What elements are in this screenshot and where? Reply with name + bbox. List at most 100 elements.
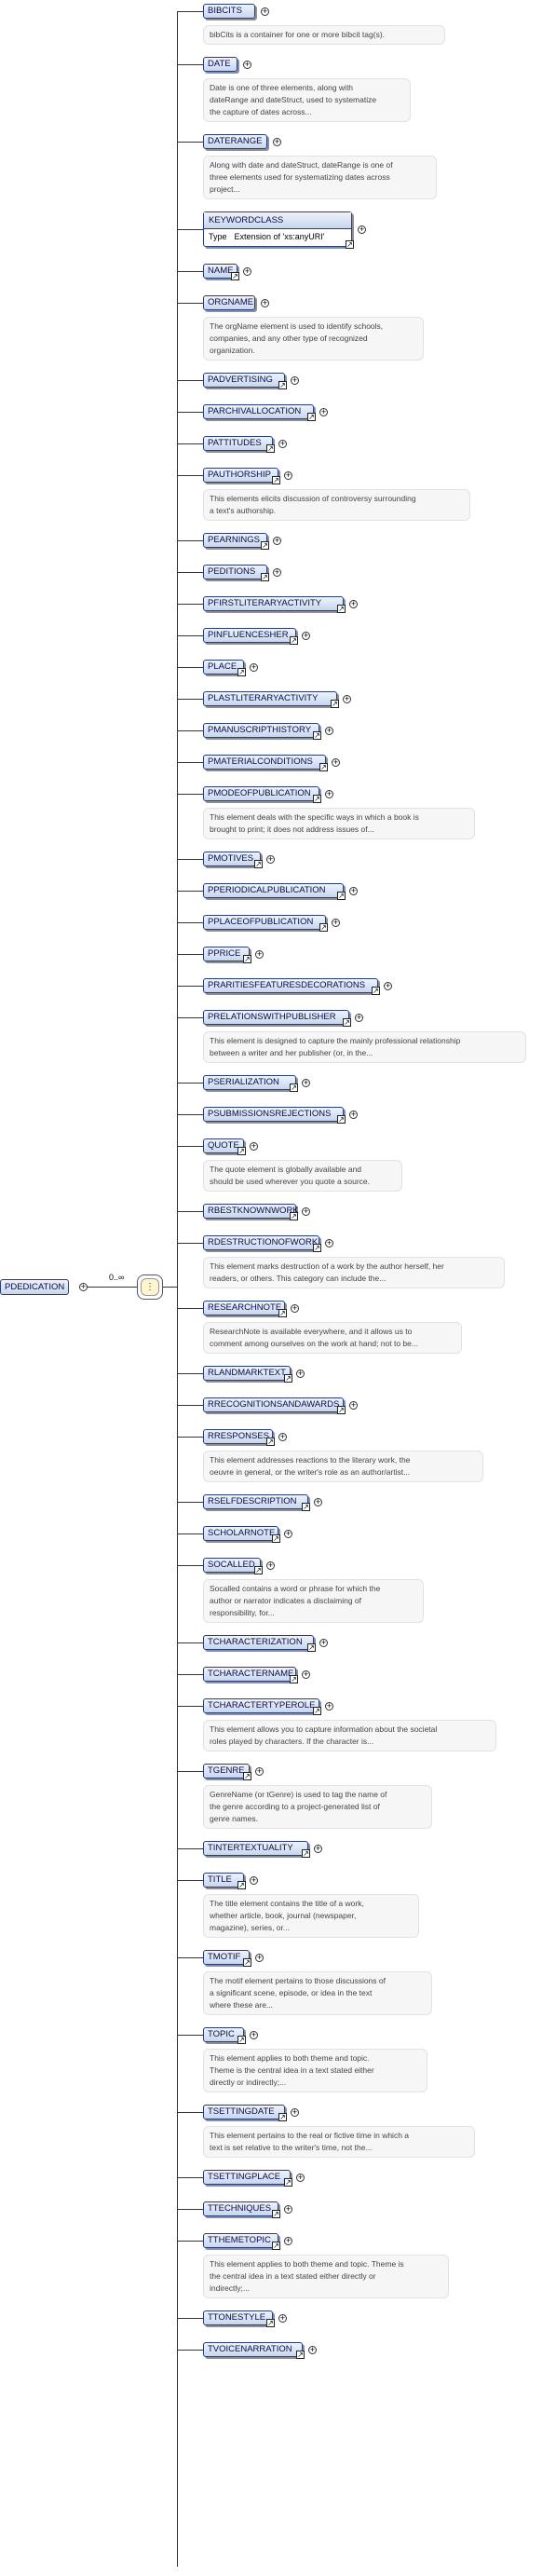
element-tthemetopic[interactable]: TTHEMETOPIC↗ [203,2233,280,2250]
element-rselfdescription[interactable]: RSELFDESCRIPTION↗ [203,1494,310,1511]
element-daterange[interactable]: DATERANGE [203,134,267,149]
element-rlandmarktext[interactable]: RLANDMARKTEXT↗ [203,1366,292,1383]
expand-icon[interactable]: + [296,1369,305,1378]
expand-icon[interactable]: + [278,1432,287,1441]
expand-icon[interactable]: + [250,1141,258,1151]
root-element-pdedication[interactable]: PDEDICATION [0,1279,70,1295]
element-scholarnote[interactable]: SCHOLARNOTE↗ [203,1526,280,1543]
expand-icon[interactable]: + [349,1110,358,1119]
element-peditions[interactable]: PEDITIONS↗ [203,565,269,581]
expand-icon[interactable]: + [308,2345,317,2354]
expand-icon[interactable]: + [243,60,251,69]
expand-icon[interactable]: + [355,1013,363,1022]
expand-icon[interactable]: + [278,439,287,448]
expand-icon[interactable]: + [250,662,258,672]
element-pearnings[interactable]: PEARNINGS↗ [203,533,269,550]
expand-icon[interactable]: + [261,7,269,16]
element-ttechniques[interactable]: TTECHNIQUES↗ [203,2201,280,2218]
expand-icon[interactable]: + [266,1561,275,1570]
element-pmanuscripthistory[interactable]: PMANUSCRIPTHISTORY↗ [203,723,321,740]
element-tmotif[interactable]: TMOTIF↗ [203,1950,251,1967]
expand-icon[interactable]: + [284,470,292,480]
element-tcharactertyperole[interactable]: TCHARACTERTYPEROLE↗ [203,1698,321,1715]
element-plastliteraryactivity[interactable]: PLASTLITERARYACTIVITY↗ [203,691,339,708]
expand-icon[interactable]: + [349,886,358,895]
expand-icon[interactable]: + [273,137,281,146]
expand-icon[interactable]: + [319,1638,328,1647]
element-researchnote[interactable]: RESEARCHNOTE↗ [203,1301,287,1317]
element-padvertising[interactable]: PADVERTISING↗ [203,373,287,389]
element-rrecognitionsandawards[interactable]: RRECOGNITIONSANDAWARDS↗ [203,1397,346,1414]
expand-icon[interactable]: + [349,599,358,608]
expand-icon[interactable]: + [302,1670,310,1679]
root-expand-icon[interactable]: + [79,1282,88,1291]
element-tvoicenarration[interactable]: TVOICENARRATION↗ [203,2342,305,2359]
element-pmotives[interactable]: PMOTIVES↗ [203,852,263,868]
element-tcharactername[interactable]: TCHARACTERNAME↗ [203,1667,298,1683]
expand-icon[interactable]: + [255,1766,264,1776]
element-tsettingplace[interactable]: TSETTINGPLACE↗ [203,2170,292,2187]
element-tintertextuality[interactable]: TINTERTEXTUALITY↗ [203,1841,310,1858]
expand-icon[interactable]: + [250,1875,258,1885]
element-topic[interactable]: TOPIC↗ [203,2027,246,2044]
expand-icon[interactable]: + [278,2313,287,2323]
element-psubmissionsrejections[interactable]: PSUBMISSIONSREJECTIONS↗ [203,1107,346,1124]
expand-icon[interactable]: + [302,1078,310,1087]
element-pattitudes[interactable]: PATTITUDES↗ [203,436,275,453]
element-socalled[interactable]: SOCALLED↗ [203,1558,263,1574]
element-pprice[interactable]: PPRICE↗ [203,947,251,963]
expand-icon[interactable]: + [284,2204,292,2214]
expand-icon[interactable]: + [243,266,251,276]
element-orgname[interactable]: ORGNAME [203,295,255,310]
element-pperiodicalpublication[interactable]: PPERIODICALPUBLICATION↗ [203,883,346,900]
element-pplaceofpublication[interactable]: PPLACEOFPUBLICATION↗ [203,915,328,932]
expand-icon[interactable]: + [343,694,351,703]
expand-icon[interactable]: + [291,2107,299,2117]
element-pauthorship[interactable]: PAUTHORSHIP↗ [203,468,280,484]
expand-icon[interactable]: + [284,1529,292,1538]
expand-icon[interactable]: + [255,949,264,959]
expand-icon[interactable]: + [358,225,366,234]
element-rbestknownwork[interactable]: RBESTKNOWNWORK↗ [203,1204,299,1220]
expand-icon[interactable]: + [302,631,310,640]
element-pmaterialconditions[interactable]: PMATERIALCONDITIONS↗ [203,755,328,771]
element-parchivallocation[interactable]: PARCHIVALLOCATION↗ [203,404,316,421]
expand-icon[interactable]: + [319,407,328,416]
expand-icon[interactable]: + [266,854,275,864]
element-bibcits[interactable]: BIBCITS [203,4,255,19]
element-ttonestyle[interactable]: TTONESTYLE↗ [203,2310,275,2327]
element-pmodeofpublication[interactable]: PMODEOFPUBLICATION↗ [203,786,321,803]
expand-icon[interactable]: + [325,789,333,798]
expand-icon[interactable]: + [296,2173,305,2182]
expand-icon[interactable]: + [314,1497,322,1506]
expand-icon[interactable]: + [255,1953,264,1962]
expand-icon[interactable]: + [261,298,269,307]
expand-icon[interactable]: + [284,2236,292,2245]
element-rresponses[interactable]: RRESPONSES↗ [203,1429,275,1446]
expand-icon[interactable]: + [325,1238,333,1247]
element-pserialization[interactable]: PSERIALIZATION↗ [203,1075,298,1092]
expand-icon[interactable]: + [273,567,281,577]
expand-icon[interactable]: + [314,1844,322,1853]
element-date[interactable]: DATE [203,57,237,72]
expand-icon[interactable]: + [332,757,340,767]
element-rdestructionofwork[interactable]: RDESTRUCTIONOFWORK↗ [203,1235,321,1252]
element-tcharacterization[interactable]: TCHARACTERIZATION↗ [203,1635,316,1652]
expand-icon[interactable]: + [325,1701,333,1711]
element-prelationswithpublisher[interactable]: PRELATIONSWITHPUBLISHER↗ [203,1010,351,1027]
expand-icon[interactable]: + [273,536,281,545]
element-tgenre[interactable]: TGENRE↗ [203,1764,251,1780]
expand-icon[interactable]: + [291,375,299,385]
expand-icon[interactable]: + [291,1303,299,1313]
element-pfirstliteraryactivity[interactable]: PFIRSTLITERARYACTIVITY↗ [203,596,346,613]
element-quote[interactable]: QUOTE↗ [203,1138,246,1155]
element-tsettingdate[interactable]: TSETTINGDATE↗ [203,2105,287,2121]
expand-icon[interactable]: + [349,1400,358,1410]
expand-icon[interactable]: + [250,2030,258,2039]
expand-icon[interactable]: + [302,1206,310,1216]
expand-icon[interactable]: + [332,918,340,927]
expand-icon[interactable]: + [384,981,392,990]
element-title[interactable]: TITLE↗ [203,1873,246,1889]
element-pinfluencesher[interactable]: PINFLUENCESHER↗ [203,628,298,645]
